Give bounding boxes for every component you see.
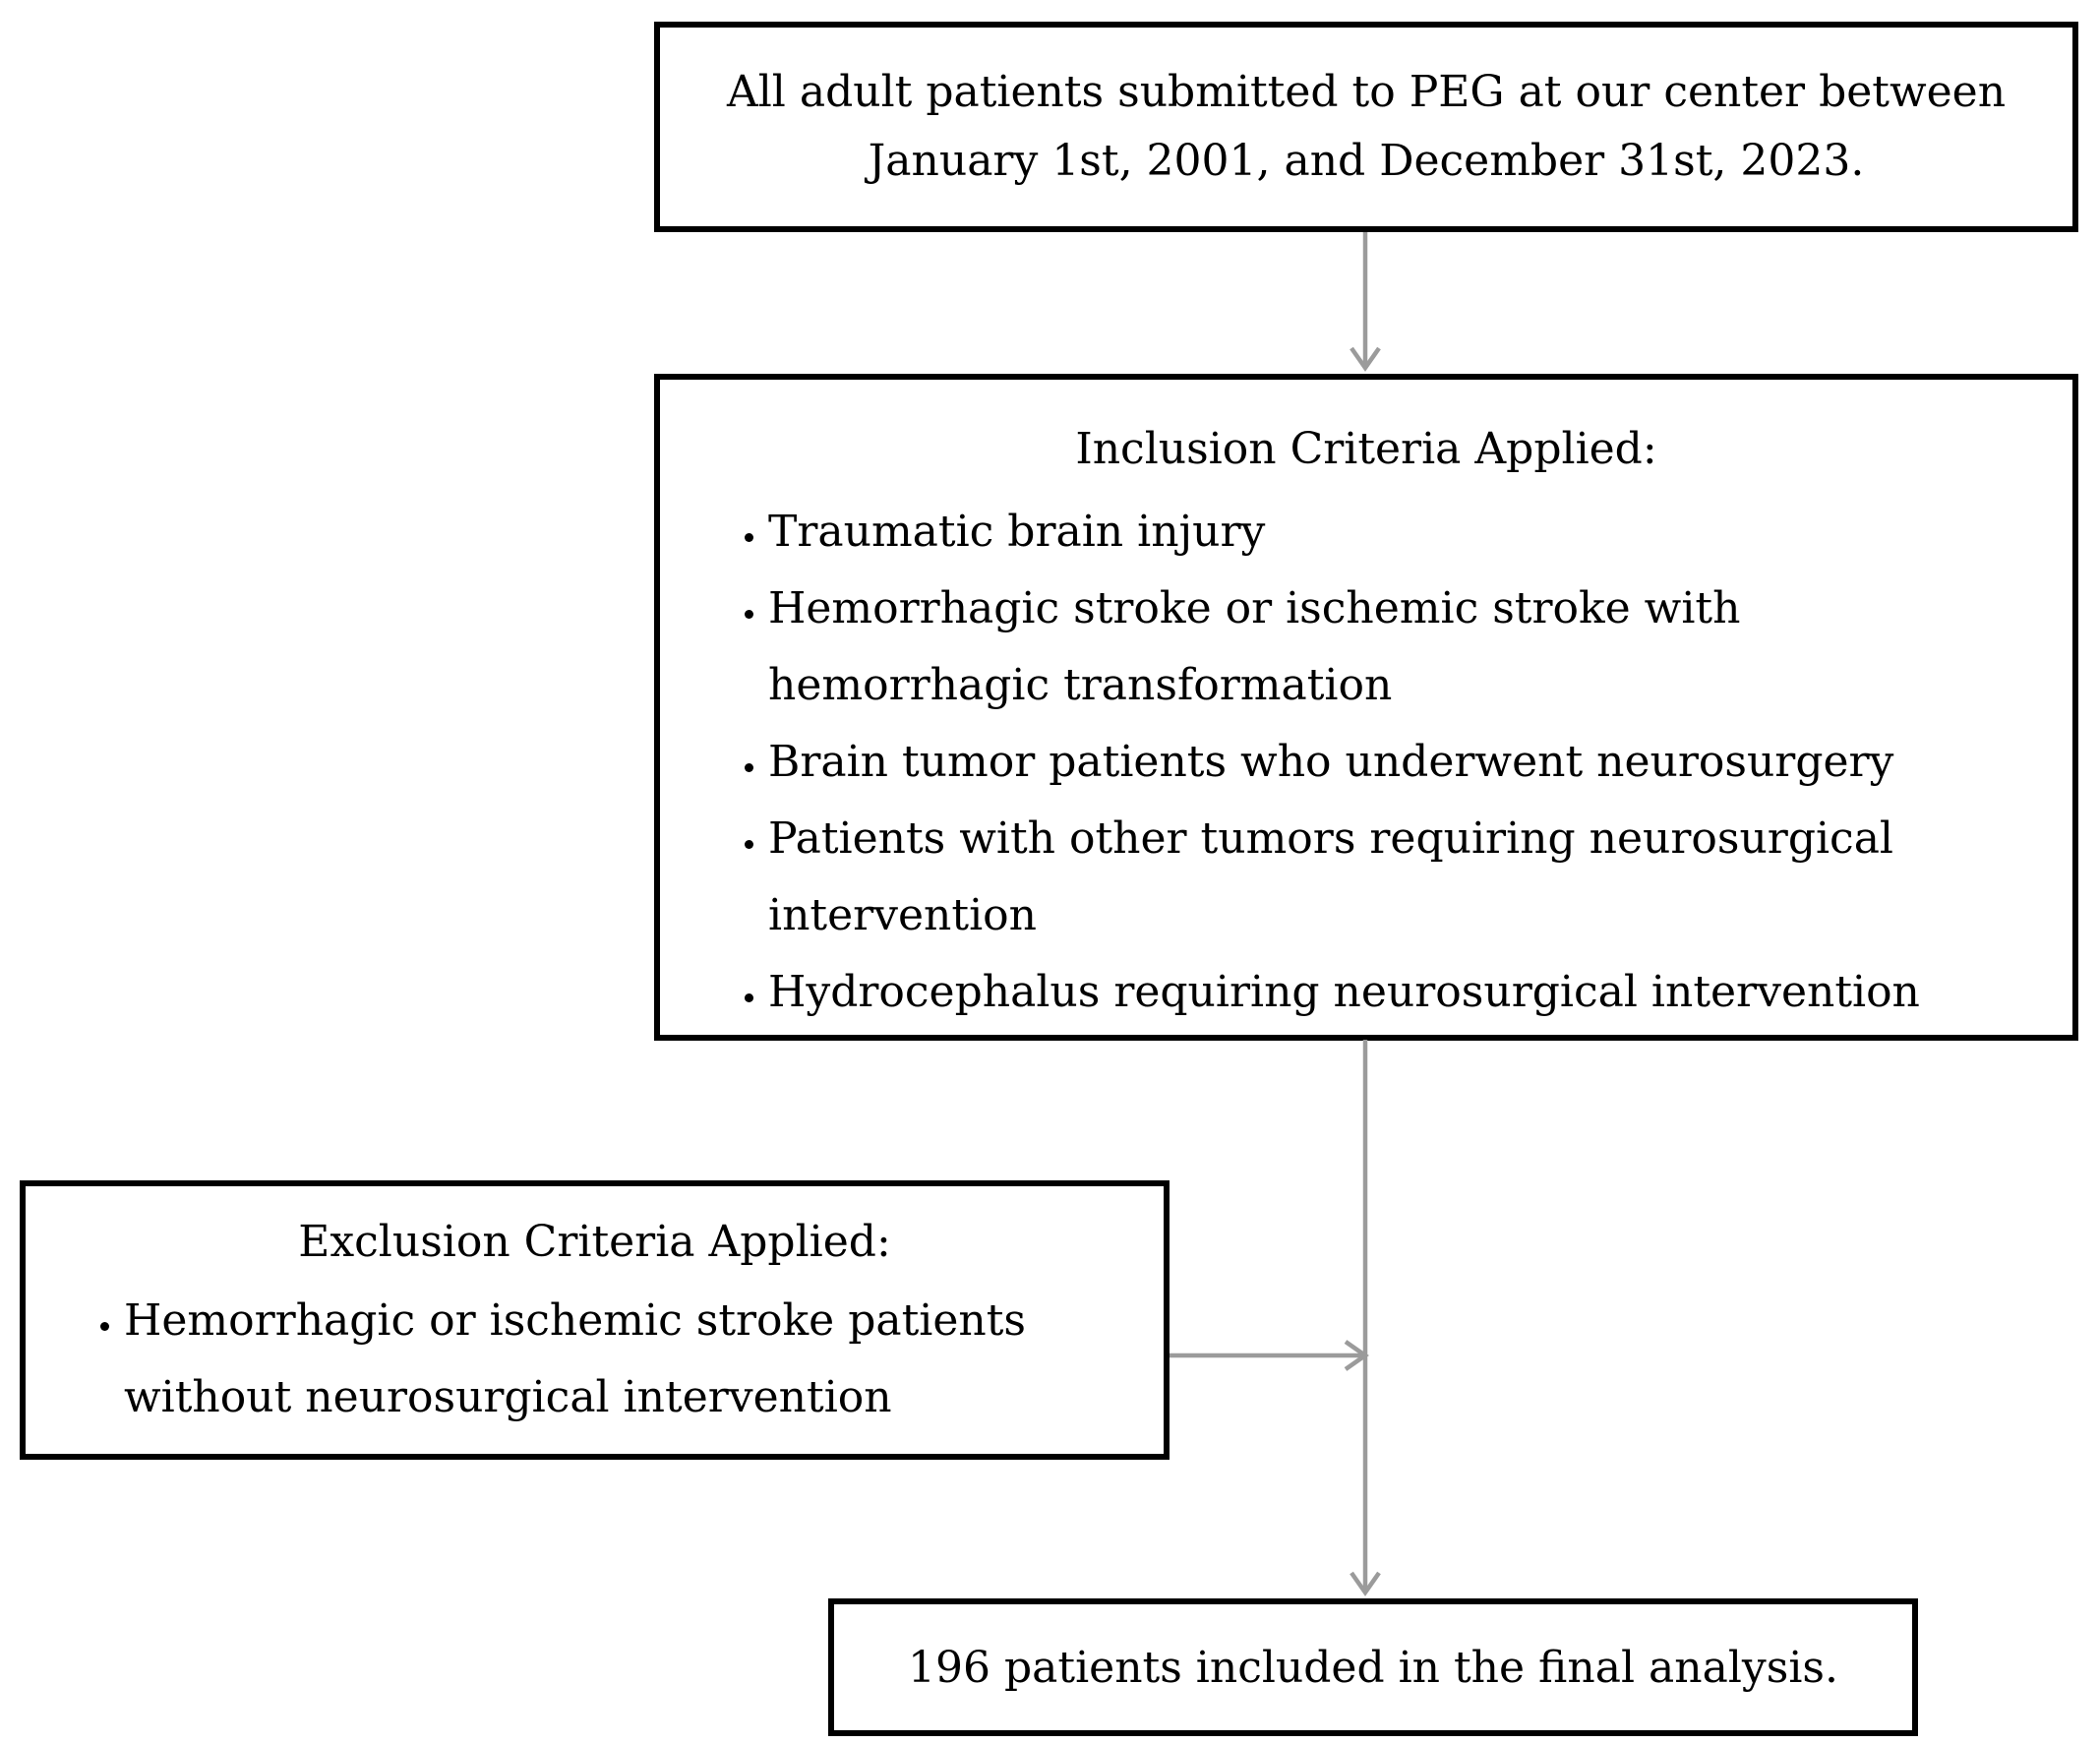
inclusion-criteria-list: Traumatic brain injury Hemorrhagic strok… xyxy=(660,494,2072,1031)
exclusion-title: Exclusion Criteria Applied: xyxy=(298,1217,891,1267)
exclusion-item: Hemorrhagic or ischemic stroke patients … xyxy=(124,1283,1110,1436)
result-text: 196 patients included in the final analy… xyxy=(908,1642,1838,1693)
arrow-head-right-icon xyxy=(1344,1340,1369,1371)
arrow-head-down-icon xyxy=(1350,1571,1381,1596)
inclusion-item: Brain tumor patients who underwent neuro… xyxy=(768,724,2013,801)
inclusion-item: Traumatic brain injury xyxy=(768,494,2013,571)
arrow-inclusion-to-result xyxy=(1350,1040,1381,1596)
inclusion-box: Inclusion Criteria Applied: Traumatic br… xyxy=(654,374,2078,1041)
inclusion-title: Inclusion Criteria Applied: xyxy=(1075,424,1657,474)
result-box: 196 patients included in the final analy… xyxy=(828,1598,1918,1736)
exclusion-criteria-list: Hemorrhagic or ischemic stroke patients … xyxy=(26,1283,1164,1436)
arrow-population-to-inclusion xyxy=(1350,232,1381,372)
population-box: All adult patients submitted to PEG at o… xyxy=(654,22,2078,232)
arrow-head-down-icon xyxy=(1350,346,1381,372)
inclusion-item: Hemorrhagic stroke or ischemic stroke wi… xyxy=(768,571,1752,724)
exclusion-box: Exclusion Criteria Applied: Hemorrhagic … xyxy=(20,1180,1170,1460)
population-text: All adult patients submitted to PEG at o… xyxy=(726,67,2007,186)
inclusion-item: Hydrocephalus requiring neurosurgical in… xyxy=(768,954,2013,1031)
inclusion-item: Patients with other tumors requiring neu… xyxy=(768,801,2013,954)
arrow-exclusion-to-flow xyxy=(1170,1340,1369,1371)
